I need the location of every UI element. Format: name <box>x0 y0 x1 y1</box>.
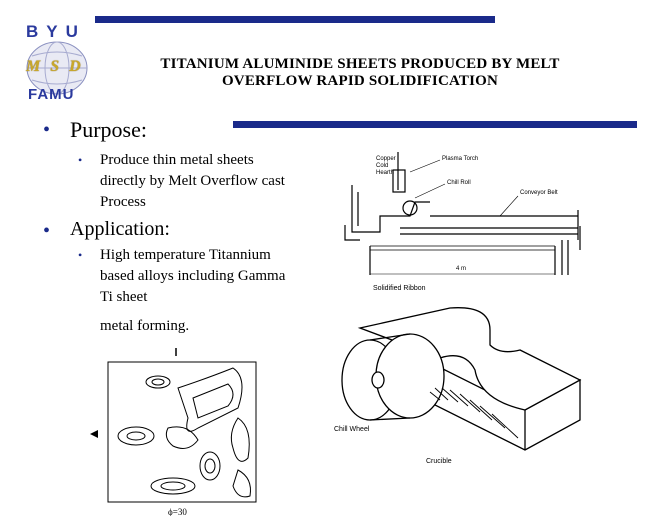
chill-wheel-label: Chill Wheel <box>334 426 370 433</box>
sub-bullet-dot-icon: • <box>78 248 83 262</box>
purpose-item: Produce thin metal sheets directly by Me… <box>100 152 285 210</box>
solidified-ribbon-label: Solidified Ribbon <box>373 285 426 292</box>
application-heading: Application: <box>70 218 170 240</box>
plasma-torch-label: Plasma Torch <box>442 156 478 162</box>
pole-figure-contour-plot: ϕ=30 <box>90 348 257 516</box>
purpose-heading: Purpose: <box>70 117 147 142</box>
bullet-dot-icon: • <box>43 220 51 242</box>
logo-globe-icon <box>26 41 88 95</box>
bullet-dot-icon: • <box>43 119 51 141</box>
logo-top-text: BYU <box>26 22 86 41</box>
slide-title-line1: TITANIUM ALUMINIDE SHEETS PRODUCED BY ME… <box>160 56 560 72</box>
logo-bottom-text: FAMU <box>28 86 75 103</box>
conveyor-belt-label: Conveyor Belt <box>520 190 558 196</box>
middle-accent-bar <box>233 121 637 128</box>
logo-middle-text: MSD <box>26 58 91 75</box>
melt-overflow-apparatus-diagram: Copper Cold Hearth Plasma Torch Chill Ro… <box>344 152 581 275</box>
slide-title-line2: OVERFLOW RAPID SOLIDIFICATION <box>221 73 499 89</box>
hearth-label-1: Copper <box>376 156 396 162</box>
chill-roll-label: Chill Roll <box>447 180 471 186</box>
length-label: 4 m <box>456 266 466 272</box>
chill-wheel-crucible-diagram: Chill Wheel Crucible <box>334 307 582 465</box>
contour-plot-label: ϕ=30 <box>168 507 187 516</box>
crucible-label: Crucible <box>426 458 452 465</box>
hearth-label-3: Hearth <box>376 170 394 176</box>
hearth-label-2: Cold <box>376 163 388 169</box>
application-item: High temperature Titannium based alloys … <box>100 247 286 305</box>
top-accent-bar <box>95 16 495 23</box>
slide-title: TITANIUM ALUMINIDE SHEETS PRODUCED BY ME… <box>120 56 600 90</box>
sub-bullet-dot-icon: • <box>78 153 83 167</box>
application-item-tail: metal forming. <box>100 318 190 334</box>
